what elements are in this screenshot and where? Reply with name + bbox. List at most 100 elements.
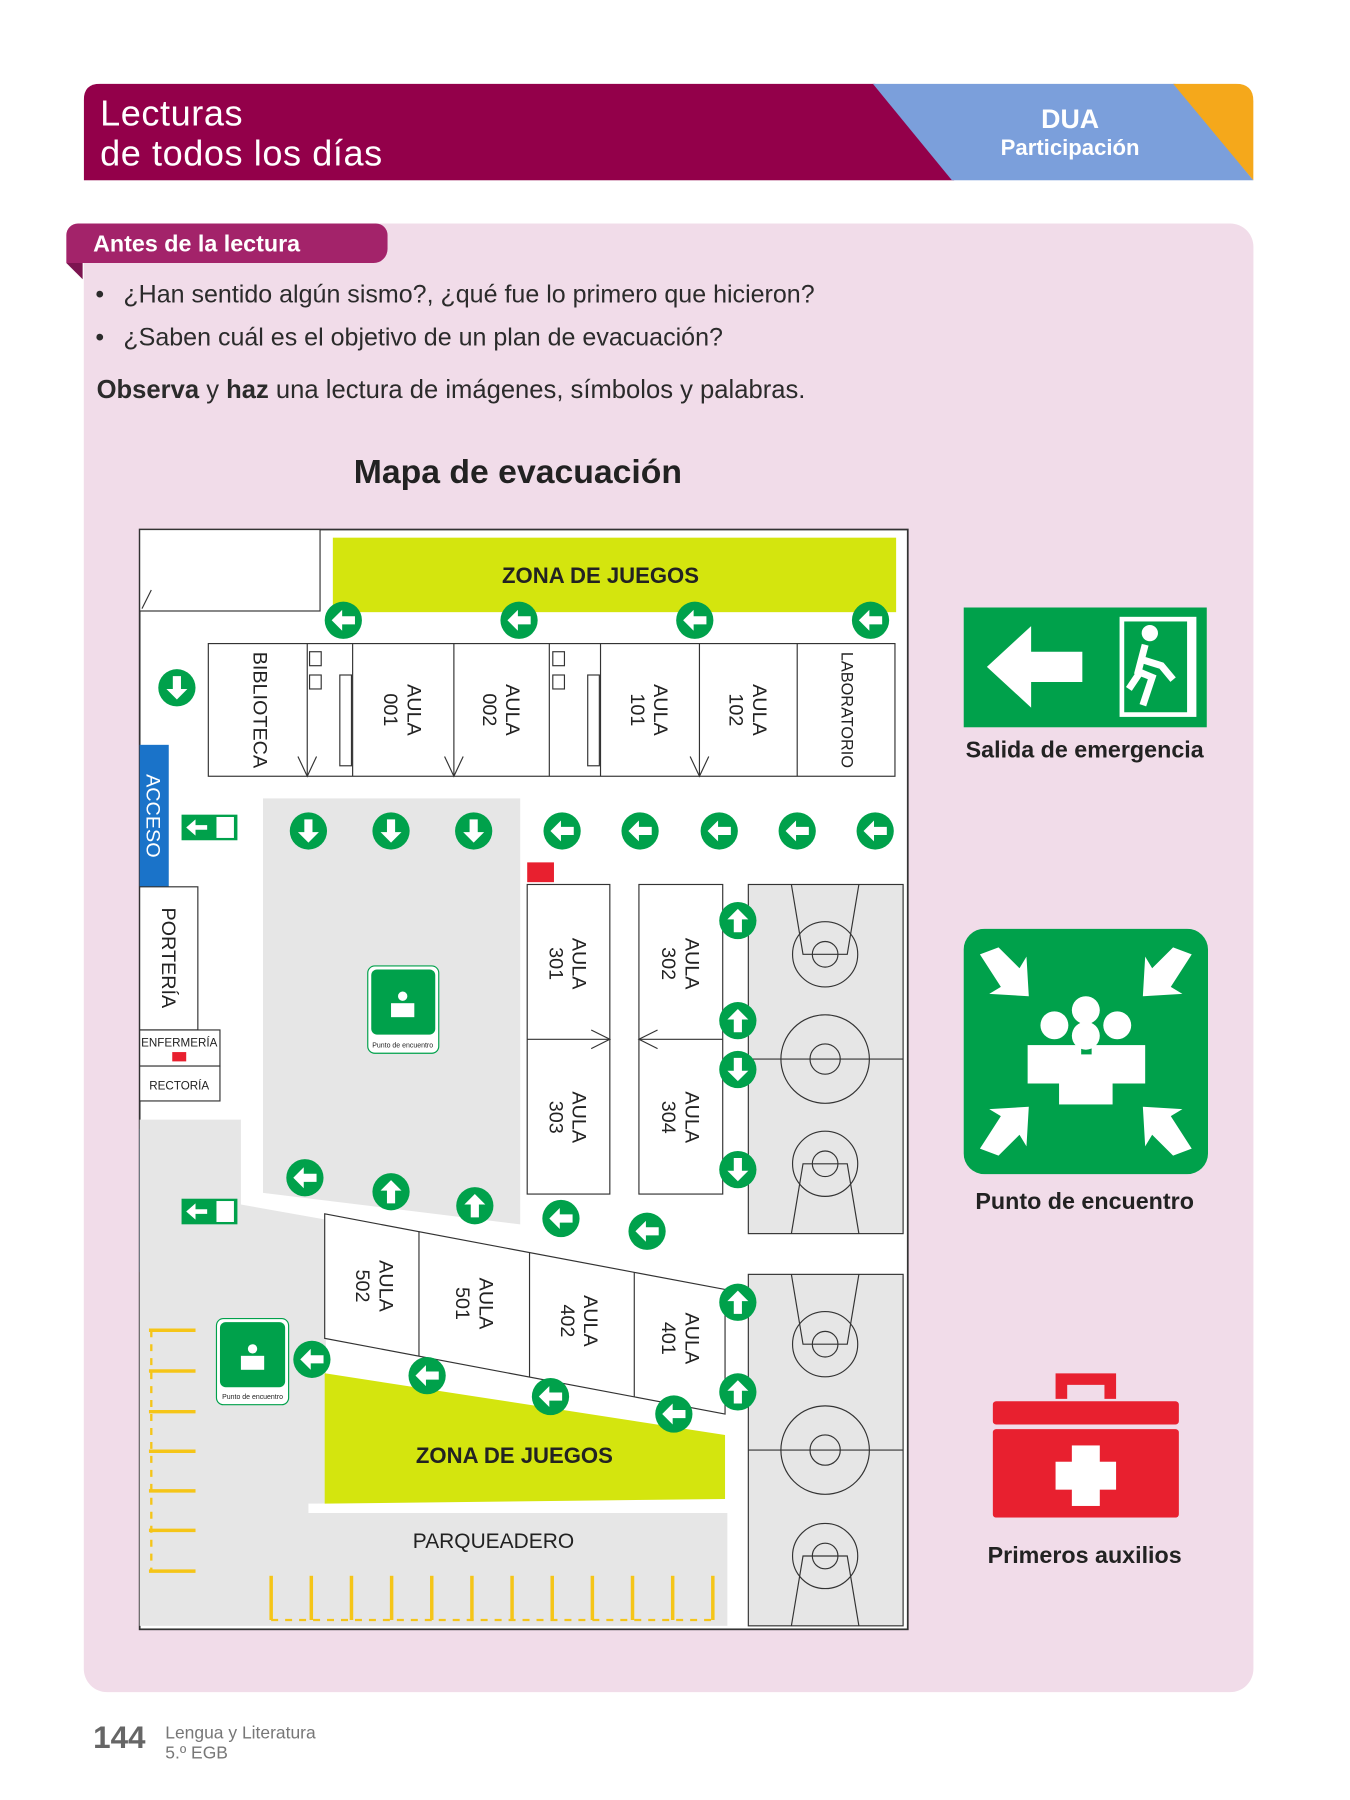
- instruction-text: una lectura de imágenes, símbolos y pala…: [268, 374, 806, 404]
- meeting-point-small-label: Punto de encuentro: [222, 1394, 283, 1401]
- first-aid-small-icon: [172, 1052, 187, 1062]
- zona-juegos-bottom: [324, 1373, 726, 1504]
- rectoria-room: [139, 1065, 221, 1102]
- exit-sign-small-icon: [181, 814, 238, 841]
- aula-301-label: 301: [544, 947, 566, 980]
- exit-sign-small-icon: [181, 1198, 238, 1225]
- evacuation-arrow-left-icon: [500, 601, 538, 639]
- map-title: Mapa de evacuación: [353, 453, 683, 492]
- evacuation-arrow-left-icon: [676, 601, 714, 639]
- evacuation-arrow-left-icon: [700, 812, 738, 850]
- evacuation-arrow-left-icon: [856, 812, 894, 850]
- aula-word: AULA: [374, 1260, 396, 1312]
- evacuation-arrow-left-icon: [851, 601, 890, 639]
- instruction-bold-observa: Observa: [96, 374, 200, 404]
- svg-text:AULA302: AULA302: [657, 938, 702, 990]
- evacuation-arrow-left-icon: [324, 601, 362, 639]
- header-banner: [83, 83, 1254, 181]
- block-300: [526, 883, 724, 1195]
- page-header: Lecturas de todos los días DUA Participa…: [83, 83, 1254, 181]
- svg-text:AULA101: AULA101: [626, 684, 671, 736]
- evacuation-arrow-up-icon: [719, 901, 757, 940]
- instruction-bold-haz: haz: [226, 374, 269, 404]
- evacuation-arrow-left-icon: [531, 1377, 570, 1416]
- evacuation-arrow-down-icon: [719, 1050, 757, 1089]
- evacuation-arrow-left-icon: [543, 812, 581, 850]
- svg-text:AULA303: AULA303: [544, 1091, 589, 1143]
- evacuation-arrow-down-icon: [719, 1150, 757, 1189]
- emergency-exit-label: Salida de emergencia: [965, 737, 1204, 764]
- evacuation-arrow-up-icon: [719, 1002, 757, 1040]
- aula-word: AULA: [649, 684, 671, 736]
- evacuation-arrow-left-icon: [542, 1199, 580, 1238]
- evacuation-arrow-up-icon: [456, 1187, 494, 1225]
- svg-text:AULA001: AULA001: [379, 684, 424, 736]
- meeting-point-small-icon: Punto de encuentro: [367, 965, 440, 1054]
- porteria-label: PORTERÍA: [157, 907, 180, 1008]
- evacuation-arrow-left-icon: [286, 1159, 324, 1197]
- section-tab: Antes de la lectura: [66, 223, 388, 264]
- evacuation-arrow-left-icon: [293, 1340, 331, 1378]
- laboratorio-label: LABORATORIO: [837, 652, 855, 768]
- meeting-point-sign-icon: [963, 928, 1209, 1175]
- svg-text:AULA401: AULA401: [657, 1313, 702, 1365]
- emergency-exit-sign-icon: [963, 607, 1207, 728]
- svg-text:AULA501: AULA501: [451, 1278, 496, 1330]
- biblioteca-label: BIBLIOTECA: [249, 652, 271, 769]
- acceso-strip-top: [139, 744, 169, 887]
- aula-502-label: 502: [351, 1270, 373, 1303]
- rectoria-label: RECTORÍA: [149, 1079, 209, 1092]
- question-text: ¿Saben cuál es el objetivo de un plan de…: [123, 323, 723, 352]
- porteria-room: [139, 886, 199, 1031]
- svg-text:AULA002: AULA002: [478, 684, 523, 736]
- evacuation-arrow-up-icon: [372, 1173, 410, 1211]
- evacuation-arrow-left-icon: [621, 812, 659, 850]
- instruction: Observa y haz una lectura de imágenes, s…: [97, 375, 806, 405]
- aula-word: AULA: [568, 938, 590, 990]
- aula-word: AULA: [474, 1278, 496, 1330]
- extinguisher-icon: [527, 862, 554, 883]
- meeting-point-small-icon: Punto de encuentro: [215, 1318, 290, 1406]
- parqueadero-label: PARQUEADERO: [413, 1530, 574, 1553]
- zona-juegos-top-label: ZONA DE JUEGOS: [502, 563, 699, 588]
- tab-fold: [66, 263, 83, 280]
- aula-word: AULA: [748, 684, 770, 736]
- question-item: •¿Han sentido algún sismo?, ¿qué fue lo …: [95, 280, 815, 309]
- aula-word: AULA: [402, 684, 424, 736]
- evacuation-arrow-left-icon: [408, 1356, 446, 1395]
- evacuation-arrow-up-icon: [719, 1373, 757, 1411]
- map-corner-box: [139, 528, 321, 612]
- question-item: •¿Saben cuál es el objetivo de un plan d…: [95, 323, 723, 352]
- lower-grey-area: [139, 1119, 728, 1626]
- aula-word: AULA: [680, 1091, 702, 1143]
- page-number: 144: [93, 1720, 146, 1756]
- acceso-label: ACCESO: [142, 774, 164, 857]
- dua-badge-subtitle: Participación: [1000, 136, 1140, 161]
- parking-lines: [148, 1328, 715, 1622]
- evacuation-arrow-left-icon: [628, 1212, 666, 1250]
- svg-text:AULA502: AULA502: [351, 1260, 396, 1312]
- question-text: ¿Han sentido algún sismo?, ¿qué fue lo p…: [123, 280, 815, 309]
- footer-grade: 5.º EGB: [165, 1743, 228, 1764]
- aula-word: AULA: [680, 1313, 702, 1365]
- aula-001-label: 001: [379, 693, 401, 726]
- first-aid-label: Primeros auxilios: [987, 1543, 1182, 1569]
- evacuation-arrow-down-icon: [455, 812, 493, 850]
- first-aid-kit-icon: [992, 1373, 1179, 1518]
- aula-501-label: 501: [451, 1287, 473, 1320]
- evacuation-arrow-up-icon: [719, 1283, 757, 1321]
- dua-badge-title: DUA: [1041, 103, 1100, 134]
- zona-juegos-bottom-label: ZONA DE JUEGOS: [416, 1443, 613, 1468]
- aula-word: AULA: [579, 1295, 601, 1347]
- aula-word: AULA: [680, 938, 702, 990]
- aula-word: AULA: [501, 684, 523, 736]
- svg-text:AULA304: AULA304: [657, 1091, 702, 1143]
- footer-subject-name: Lengua y Literatura: [165, 1723, 316, 1744]
- header-title-line1: Lecturas: [100, 93, 244, 134]
- enfermeria-label: ENFERMERÍA: [141, 1036, 217, 1049]
- evacuation-arrow-down-icon: [289, 812, 328, 850]
- aula-302-label: 302: [657, 947, 679, 980]
- aula-304-label: 304: [657, 1101, 679, 1134]
- zona-juegos-top: [332, 537, 897, 613]
